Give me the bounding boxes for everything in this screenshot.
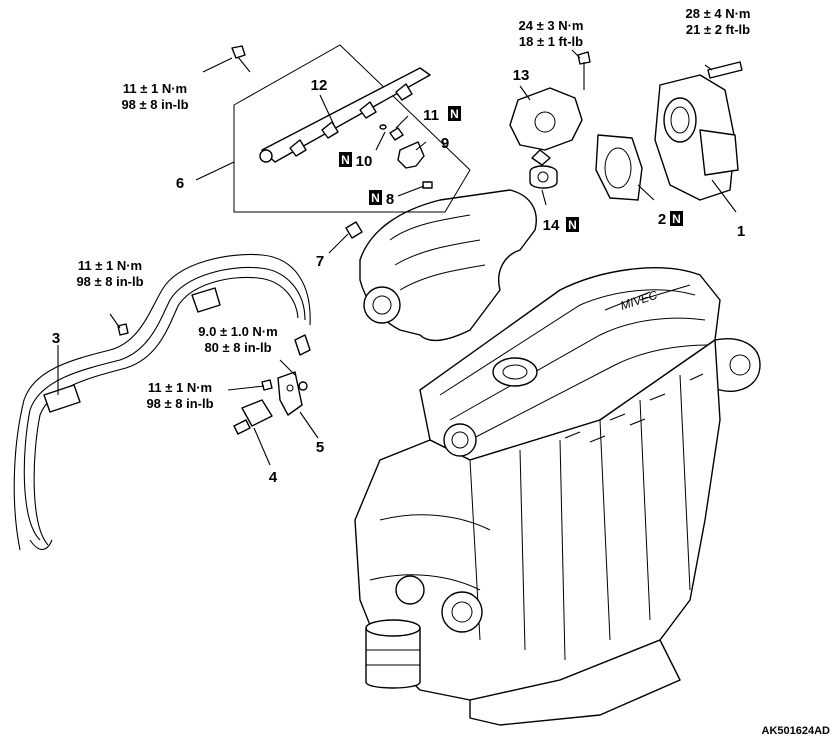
valve-bracket-group bbox=[233, 371, 308, 435]
replace-marker-10 bbox=[339, 152, 352, 167]
callout-7: 7 bbox=[316, 253, 324, 270]
callout-9: 9 bbox=[441, 135, 449, 152]
hose-clamp-bolt bbox=[117, 323, 129, 336]
replace-marker-11 bbox=[448, 106, 461, 121]
replace-marker-2-text: N bbox=[672, 212, 681, 226]
callout-4: 4 bbox=[269, 469, 278, 486]
part-callouts: 1 2 N 3 4 5 6 7 N 8 9 N 10 11 N 12 13 14… bbox=[52, 67, 745, 486]
fuel-injector bbox=[397, 141, 425, 169]
insulator-7 bbox=[345, 221, 363, 239]
engine-block: MIVEC bbox=[354, 189, 761, 726]
bracket-5 bbox=[277, 371, 303, 416]
fuel-rail-bolt bbox=[231, 45, 246, 59]
throttle-body-bolt bbox=[707, 61, 743, 79]
fuel-rail-group bbox=[231, 44, 471, 213]
torque-throttle-body-imperial: 21 ± 2 ft-lb bbox=[686, 22, 750, 37]
throttle-actuator-group bbox=[509, 51, 591, 189]
actuator-bolt bbox=[577, 51, 591, 65]
figure-reference: AK501624AD bbox=[762, 725, 831, 737]
callout-10: 10 bbox=[356, 153, 373, 170]
hose-clamp-3 bbox=[43, 384, 81, 413]
gasket-14 bbox=[529, 165, 558, 189]
actuator-13 bbox=[509, 87, 583, 151]
gasket-2 bbox=[595, 134, 643, 201]
torque-bracket-imperial: 80 ± 8 in-lb bbox=[204, 340, 271, 355]
replace-marker-11-text: N bbox=[450, 107, 459, 121]
callout-13: 13 bbox=[513, 67, 530, 84]
torque-throttle-body-nm: 28 ± 4 N·m bbox=[686, 6, 751, 21]
throttle-body-group bbox=[595, 61, 743, 201]
callout-2: 2 bbox=[658, 211, 666, 228]
fuel-hose-assembly bbox=[13, 253, 311, 551]
callout-6: 6 bbox=[176, 175, 184, 192]
torque-actuator-imperial: 18 ± 1 ft-lb bbox=[519, 34, 583, 49]
torque-fuel-rail-nm: 11 ± 1 N·m bbox=[123, 81, 187, 96]
callout-8: 8 bbox=[386, 191, 394, 208]
torque-actuator-nm: 24 ± 3 N·m bbox=[519, 18, 584, 33]
callout-5: 5 bbox=[316, 439, 324, 456]
callout-11: 11 bbox=[423, 107, 439, 124]
torque-bracket-nm: 9.0 ± 1.0 N·m bbox=[198, 324, 277, 339]
callout-1: 1 bbox=[737, 223, 745, 240]
torque-hose-clamp-nm: 11 ± 1 N·m bbox=[78, 258, 142, 273]
torque-fuel-rail-imperial: 98 ± 8 in-lb bbox=[121, 97, 188, 112]
clip-11 bbox=[389, 127, 404, 141]
replace-marker-14-text: N bbox=[568, 218, 577, 232]
torque-labels: 11 ± 1 N·m 98 ± 8 in-lb 24 ± 3 N·m 18 ± … bbox=[76, 6, 750, 411]
callout-12: 12 bbox=[311, 77, 328, 94]
replace-marker-14 bbox=[566, 217, 579, 232]
replace-marker-10-text: N bbox=[341, 153, 350, 167]
torque-valve-imperial: 98 ± 8 in-lb bbox=[146, 396, 213, 411]
callout-3: 3 bbox=[52, 330, 60, 347]
callout-14: 14 bbox=[543, 217, 560, 234]
replace-marker-8-text: N bbox=[371, 191, 380, 205]
o-ring-8 bbox=[422, 181, 433, 189]
valve-4 bbox=[241, 399, 273, 427]
torque-valve-nm: 11 ± 1 N·m bbox=[148, 380, 212, 395]
torque-hose-clamp-imperial: 98 ± 8 in-lb bbox=[76, 274, 143, 289]
fuel-rail-box bbox=[233, 44, 471, 213]
replace-marker-8 bbox=[369, 190, 382, 205]
leader-lines bbox=[57, 49, 737, 466]
o-ring-10 bbox=[379, 124, 387, 130]
replace-marker-2 bbox=[670, 211, 683, 226]
